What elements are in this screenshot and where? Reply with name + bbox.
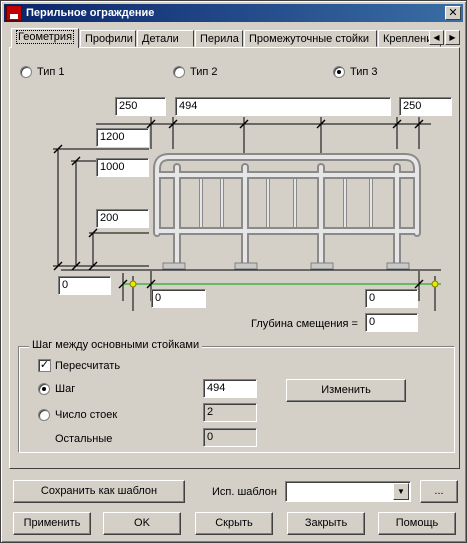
spacing-group [18, 346, 455, 453]
top-left-length-field[interactable]: 250 [115, 97, 166, 116]
window-title: Перильное ограждение [26, 7, 155, 19]
chevron-down-icon[interactable]: ▼ [393, 483, 409, 500]
save-template-button[interactable]: Сохранить как шаблон [13, 480, 185, 503]
radio-step-dot [38, 383, 50, 395]
railing-drawing [53, 117, 441, 311]
use-template-label: Исп. шаблон [212, 486, 277, 498]
height-1-field[interactable]: 1200 [96, 128, 149, 147]
radio-post-count-dot [38, 409, 50, 421]
tab-intermediate-posts[interactable]: Промежуточные стойки [244, 30, 377, 47]
change-button[interactable]: Изменить [286, 379, 406, 402]
close-icon[interactable]: ✕ [445, 6, 461, 20]
tab-bar: Геометрия Профили Детали Перила Промежут… [11, 28, 441, 48]
rest-label: Остальные [55, 433, 113, 445]
radio-type-1-dot [20, 66, 32, 78]
help-button[interactable]: Помощь [378, 512, 456, 535]
radio-step[interactable]: Шаг [38, 383, 75, 395]
recalc-label: Пересчитать [55, 360, 121, 372]
radio-type-3-dot [333, 66, 345, 78]
browse-template-button[interactable]: ... [420, 480, 458, 503]
close-button[interactable]: Закрыть [287, 512, 365, 535]
offset-right-field[interactable]: 0 [365, 289, 418, 308]
height-2-field[interactable]: 1000 [96, 158, 149, 177]
base-left-field[interactable]: 0 [58, 276, 111, 295]
spacing-group-title: Шаг между основными стойками [29, 339, 203, 351]
tab-scroll-right-icon[interactable]: ▶ [445, 30, 460, 45]
height-3-field[interactable]: 200 [96, 209, 149, 228]
tab-geometry[interactable]: Геометрия [11, 28, 79, 48]
apply-button[interactable]: Применить [13, 512, 91, 535]
radio-type-3[interactable]: Тип 3 [333, 66, 378, 78]
radio-post-count[interactable]: Число стоек [38, 409, 117, 421]
tab-fastening[interactable]: Крепление [378, 30, 441, 47]
tab-profiles[interactable]: Профили [80, 30, 136, 47]
template-select[interactable]: ▼ [285, 481, 411, 502]
title-bar[interactable]: Перильное ограждение ✕ [4, 4, 463, 22]
tab-scroll-left-icon[interactable]: ◀ [429, 30, 444, 45]
hide-button[interactable]: Скрыть [195, 512, 273, 535]
geometry-panel [9, 47, 460, 469]
radio-type-2-dot [173, 66, 185, 78]
rest-field[interactable]: 0 [203, 428, 257, 447]
radio-type-1[interactable]: Тип 1 [20, 66, 65, 78]
post-count-field[interactable]: 2 [203, 403, 257, 422]
top-right-length-field[interactable]: 250 [399, 97, 452, 116]
depth-field[interactable]: 0 [365, 313, 418, 332]
recalc-checkbox[interactable]: ✓ [38, 359, 51, 372]
ok-button[interactable]: OK [103, 512, 181, 535]
step-field[interactable]: 494 [203, 379, 257, 398]
depth-label: Глубина смещения = [251, 318, 358, 330]
tab-railings[interactable]: Перила [195, 30, 243, 47]
offset-left-field[interactable]: 0 [151, 289, 206, 308]
top-middle-length-field[interactable]: 494 [175, 97, 391, 116]
tab-details[interactable]: Детали [137, 30, 194, 47]
radio-type-2[interactable]: Тип 2 [173, 66, 218, 78]
app-icon [6, 5, 22, 21]
